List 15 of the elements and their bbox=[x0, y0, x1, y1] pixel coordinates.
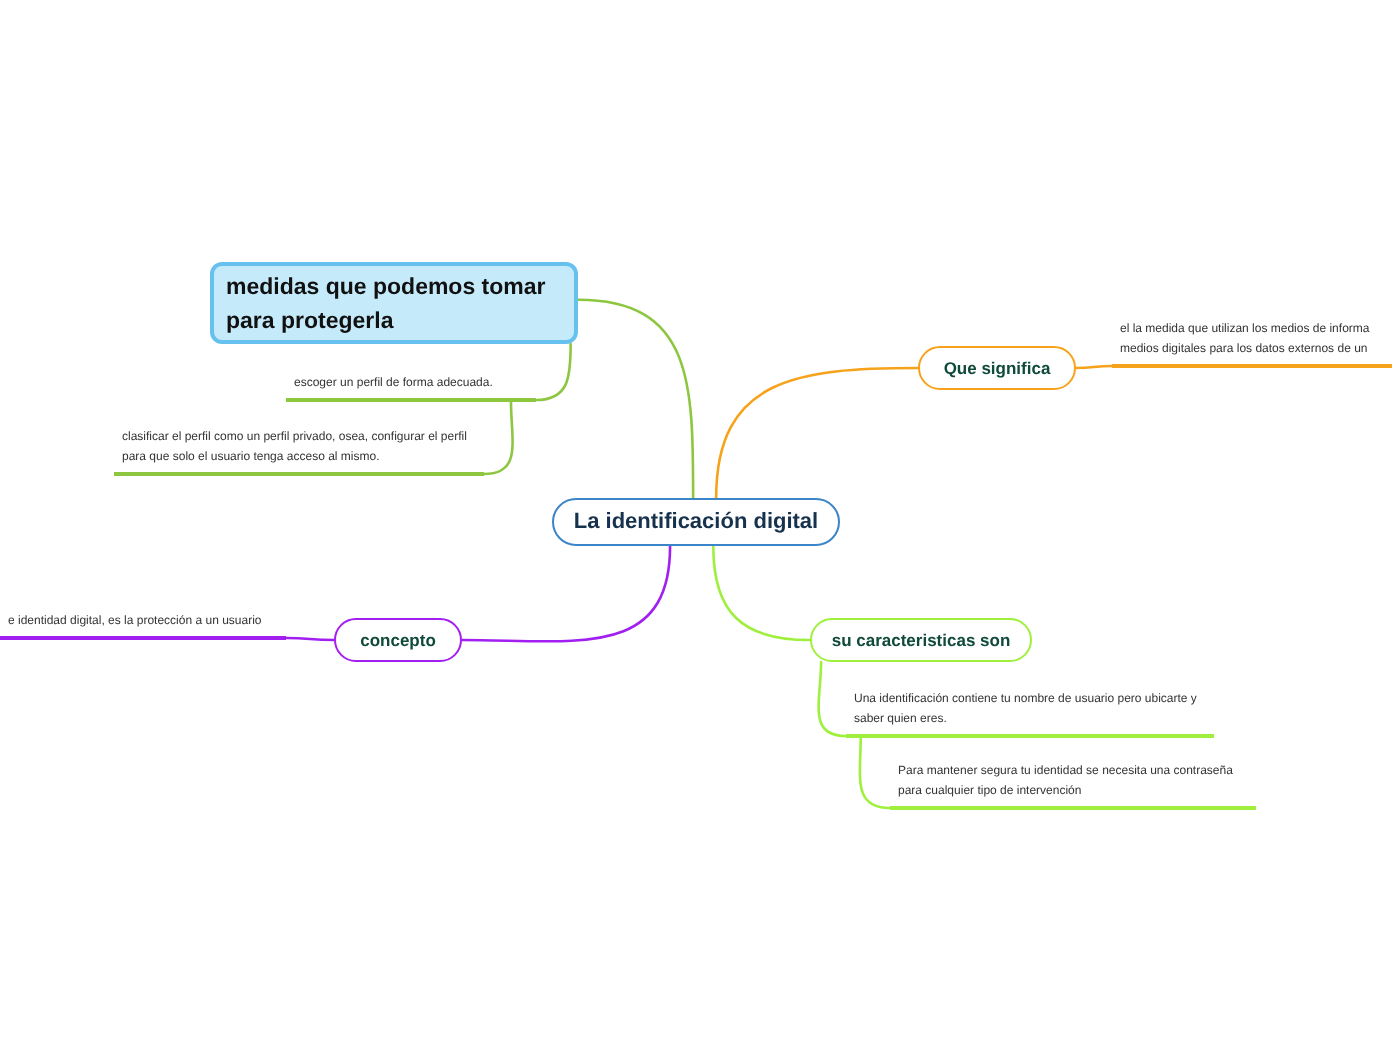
topic-box: medidas que podemos tomar para protegerla bbox=[210, 262, 578, 344]
connector bbox=[714, 366, 920, 500]
connector bbox=[858, 736, 892, 810]
connector bbox=[460, 544, 672, 643]
connector bbox=[712, 544, 812, 642]
topic-node: concepto bbox=[334, 618, 462, 662]
connector bbox=[576, 298, 695, 500]
connector bbox=[534, 342, 572, 402]
topic-node: La identificación digital bbox=[552, 498, 840, 546]
connector bbox=[817, 660, 848, 738]
connector bbox=[284, 636, 336, 642]
connector bbox=[1074, 364, 1114, 370]
connector bbox=[482, 400, 514, 476]
topic-node: Que significa bbox=[918, 346, 1076, 390]
topic-node: su caracteristicas son bbox=[810, 618, 1032, 662]
